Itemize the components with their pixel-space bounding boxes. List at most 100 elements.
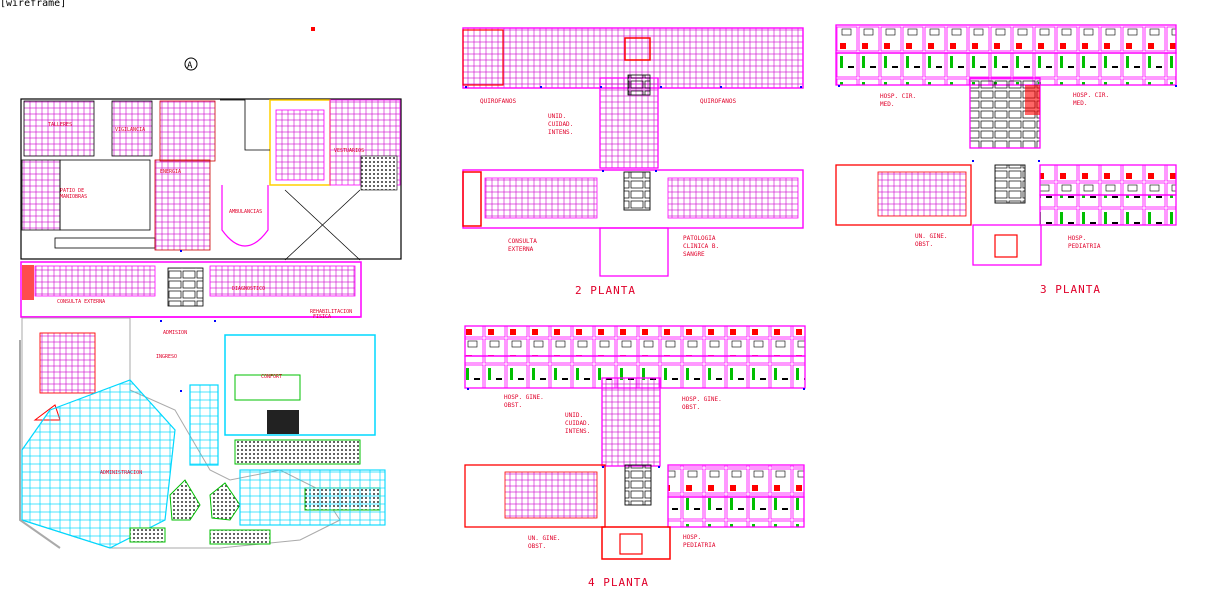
- p3-labels: HOSP. CIR. MED. HOSP. CIR. MED. UN. GINE…: [880, 92, 1109, 250]
- site-labels: TALLERES VIGILANCIA VESTUARIOS PATIO DE …: [48, 122, 364, 476]
- svg-text:VESTUARIOS: VESTUARIOS: [334, 148, 364, 154]
- diagnostico-rooms: [209, 265, 356, 297]
- svg-text:PEDIATRIA: PEDIATRIA: [1068, 243, 1101, 250]
- entrance-walk: [189, 384, 219, 466]
- svg-text:ADMINISTRACION: ADMINISTRACION: [100, 470, 142, 476]
- site-plan[interactable]: A: [19, 27, 402, 549]
- patio-maniobras: [59, 159, 151, 231]
- p3-stair: [994, 164, 1026, 204]
- p2-labels: QUIROFANOS QUIROFANOS UNID. CUIDAD. INTE…: [480, 98, 737, 258]
- p3-core-red: [1025, 85, 1040, 115]
- svg-text:MED.: MED.: [880, 101, 894, 108]
- svg-text:ENERGIA: ENERGIA: [160, 169, 181, 175]
- svg-text:CUIDAD.: CUIDAD.: [548, 121, 573, 128]
- red-block: [22, 265, 34, 300]
- site-marker: [311, 27, 315, 31]
- compass-icon: A: [184, 57, 198, 71]
- service-corridor: [220, 99, 270, 151]
- p4-uci-core: [601, 377, 661, 467]
- hatched-area: [360, 155, 398, 191]
- svg-text:UN. GINE.: UN. GINE.: [915, 233, 948, 240]
- p4-gine-block: [464, 464, 606, 528]
- svg-text:INGRESO: INGRESO: [156, 354, 177, 360]
- svg-text:HOSP.: HOSP.: [683, 534, 701, 541]
- svg-text:FISICA: FISICA: [313, 314, 331, 320]
- svg-text:DIAGNOSTICO: DIAGNOSTICO: [232, 286, 265, 292]
- svg-text:HOSP. CIR.: HOSP. CIR.: [1073, 92, 1109, 99]
- p3-ped-rooms-2: [1039, 194, 1177, 226]
- talleres-block: [23, 100, 95, 157]
- svg-text:CLINICA B.: CLINICA B.: [683, 243, 719, 250]
- parking-area: [39, 332, 96, 394]
- p4-south-red: [619, 533, 643, 555]
- svg-text:UN. GINE.: UN. GINE.: [528, 535, 561, 542]
- p2-stair: [627, 74, 651, 96]
- garden-1: [169, 479, 201, 521]
- svg-text:PATIO DE: PATIO DE: [60, 188, 84, 194]
- confort-block: [224, 334, 376, 436]
- p3-ped-rooms: [1039, 164, 1177, 196]
- svg-text:HOSP. GINE.: HOSP. GINE.: [504, 394, 544, 401]
- vestuarios-inner: [275, 109, 325, 181]
- compass-label: A: [187, 61, 193, 71]
- p2-patologia-rooms: [667, 177, 799, 219]
- svg-text:HOSP. CIR.: HOSP. CIR.: [880, 93, 916, 100]
- svg-text:SANGRE: SANGRE: [683, 251, 705, 258]
- p2-red-room-left: [462, 29, 504, 86]
- svg-text:INTENS.: INTENS.: [565, 428, 590, 435]
- svg-text:CONSULTA: CONSULTA: [508, 238, 537, 245]
- garden-2: [209, 482, 241, 521]
- p4-north-rooms: [464, 325, 806, 357]
- svg-text:QUIROFANOS: QUIROFANOS: [480, 98, 517, 105]
- svg-text:MANIOBRAS: MANIOBRAS: [60, 194, 87, 200]
- ambulance-ramp: [221, 185, 269, 247]
- floor-plan-2[interactable]: QUIROFANOS QUIROFANOS UNID. CUIDAD. INTE…: [462, 27, 804, 277]
- loading-dock: [54, 237, 156, 249]
- svg-text:PEDIATRIA: PEDIATRIA: [683, 542, 716, 549]
- floor-plan-4[interactable]: HOSP. GINE. OBST. UNID. CUIDAD. INTENS. …: [464, 325, 806, 560]
- energy-block: [159, 100, 216, 162]
- p4-gine-rooms: [504, 471, 598, 519]
- viewport-label[interactable]: [wireframe]: [0, 0, 67, 9]
- svg-text:EXTERNA: EXTERNA: [508, 246, 534, 253]
- p4-labels: HOSP. GINE. OBST. UNID. CUIDAD. INTENS. …: [504, 394, 722, 550]
- svg-text:PATOLOGIA: PATOLOGIA: [683, 235, 716, 242]
- svg-text:HOSP.: HOSP.: [1068, 235, 1086, 242]
- svg-text:REHABILITACION: REHABILITACION: [310, 309, 352, 315]
- svg-text:TALLERES: TALLERES: [48, 122, 72, 128]
- svg-text:OBST.: OBST.: [528, 543, 546, 550]
- svg-text:AMBULANCIAS: AMBULANCIAS: [229, 209, 262, 215]
- plan-3-title: 3 PLANTA: [1040, 283, 1101, 296]
- svg-text:UNID.: UNID.: [565, 412, 583, 419]
- p2-south-stub: [599, 227, 669, 277]
- plan-4-title: 4 PLANTA: [588, 576, 649, 589]
- east-cyan-block: [239, 469, 386, 526]
- column-markers: [160, 85, 1177, 468]
- svg-text:OBST.: OBST.: [504, 402, 522, 409]
- plan-2-title: 2 PLANTA: [575, 284, 636, 297]
- svg-text:VIGILANCIA: VIGILANCIA: [115, 127, 145, 133]
- svg-text:MED.: MED.: [1073, 100, 1087, 107]
- central-stair: [167, 267, 204, 307]
- p4-ped-rooms-2: [667, 496, 805, 528]
- p4-ped-rooms: [667, 464, 805, 498]
- svg-text:HOSP. GINE.: HOSP. GINE.: [682, 396, 722, 403]
- vigilancia-block: [111, 100, 153, 157]
- svg-text:INTENS.: INTENS.: [548, 129, 573, 136]
- p3-gine-block: [835, 164, 972, 226]
- p4-stair: [624, 464, 652, 506]
- p3-gine-rooms: [877, 171, 967, 217]
- energy-plant: [154, 159, 211, 251]
- p3-south-red: [994, 234, 1018, 258]
- garden-strip: [234, 439, 361, 465]
- floor-plan-3[interactable]: HOSP. CIR. MED. HOSP. CIR. MED. UN. GINE…: [835, 24, 1177, 266]
- garden-3: [129, 527, 166, 543]
- p3-north-rooms: [835, 24, 1177, 54]
- svg-text:CONSULTA EXTERNA: CONSULTA EXTERNA: [57, 299, 105, 305]
- diagonal-x2: [284, 189, 361, 261]
- svg-text:CONFORT: CONFORT: [261, 374, 282, 380]
- consulta-rooms: [34, 265, 156, 297]
- p4-south-stub: [601, 526, 671, 560]
- p3-south-stub: [972, 224, 1042, 266]
